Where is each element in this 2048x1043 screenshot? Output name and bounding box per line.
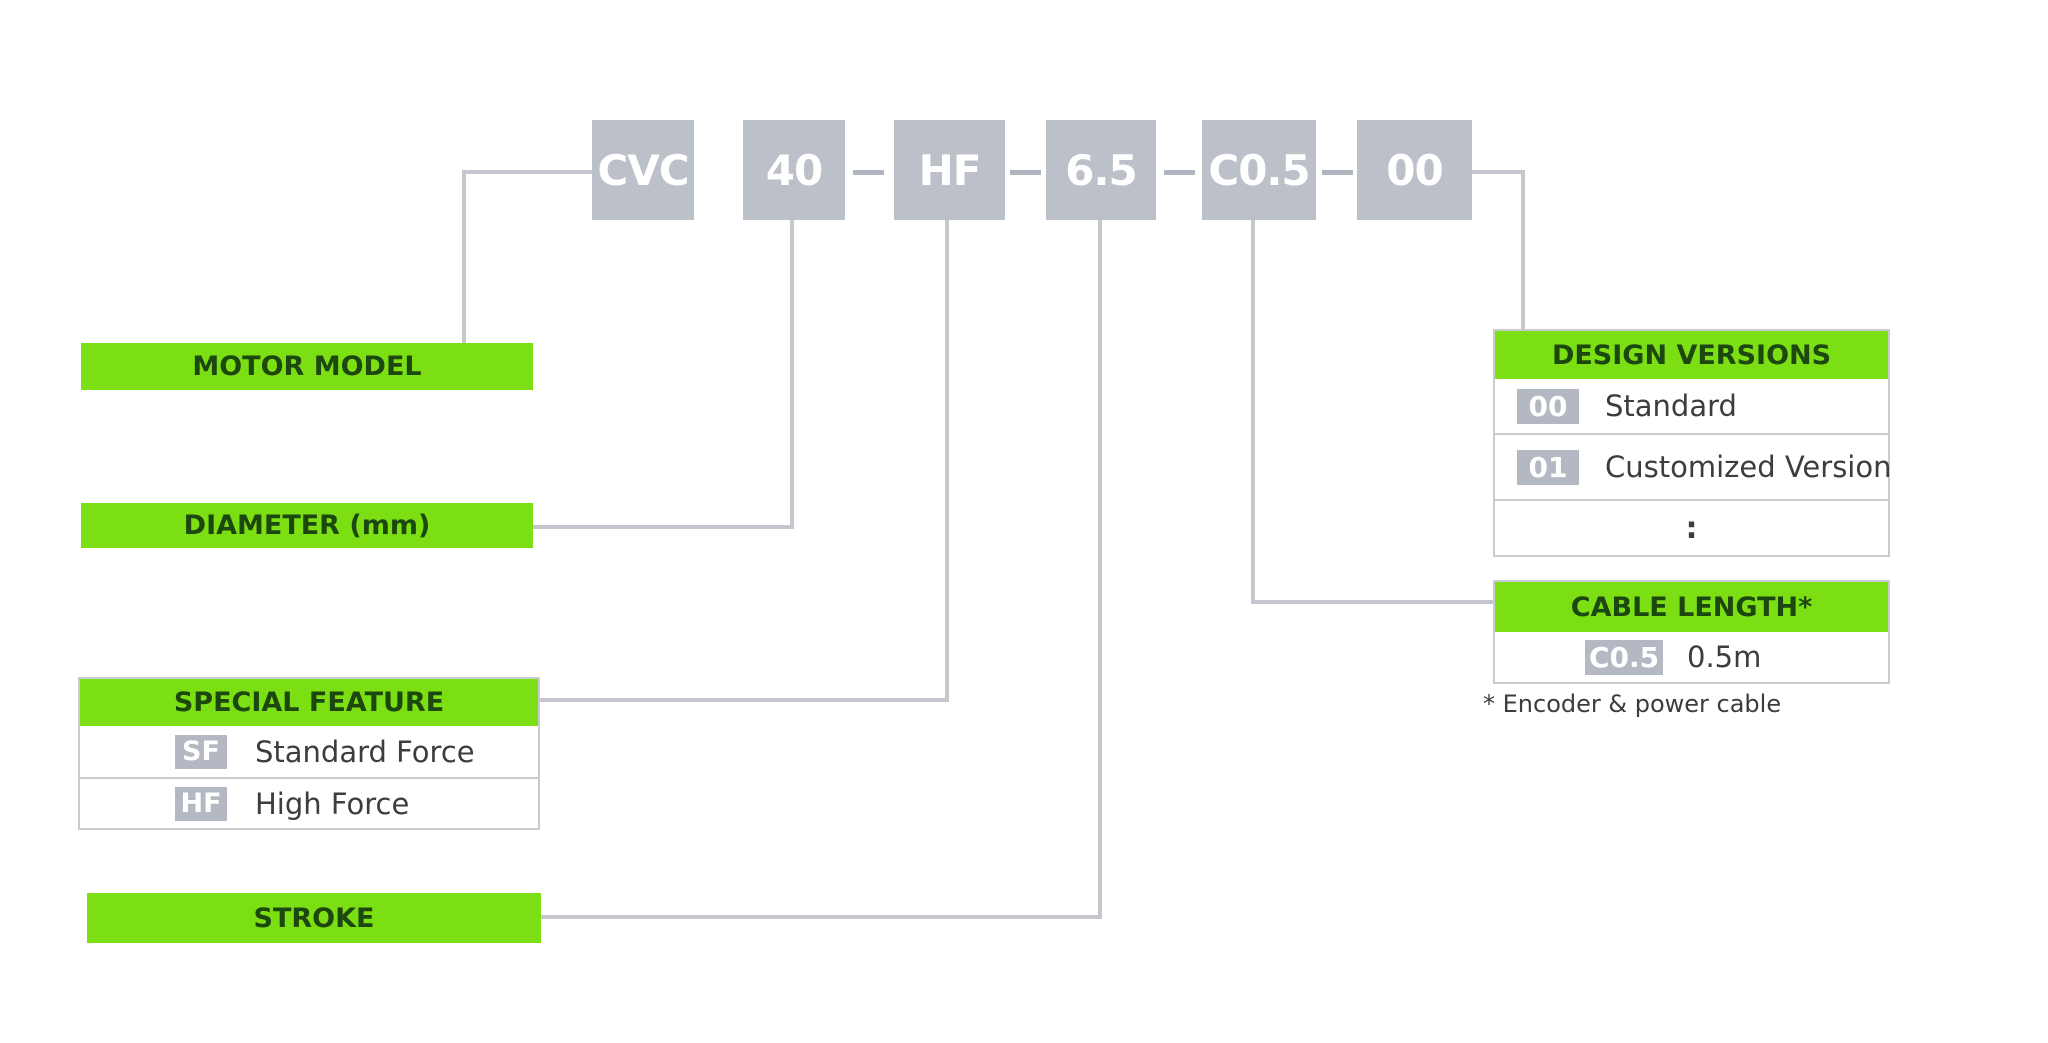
code-segment-stroke: 6.5 [1046, 120, 1156, 220]
diameter-label-text: DIAMETER (mm) [183, 510, 431, 541]
footnote: * Encoder & power cable [1483, 690, 1782, 718]
row-label: 0.5m [1687, 640, 1762, 674]
dash-separator-icon [1164, 170, 1195, 175]
code-badge: 00 [1517, 388, 1579, 424]
row-label: Standard Force [255, 734, 475, 769]
table-row: SF Standard Force [80, 726, 538, 777]
connector-stroke-horizontal [541, 915, 1102, 919]
motor-model-label-text: MOTOR MODEL [192, 351, 422, 382]
connector-special-feature-vertical [945, 218, 949, 702]
motor-model-label: MOTOR MODEL [81, 343, 533, 390]
connector-stroke-vertical [1098, 218, 1102, 919]
code-segment-cable-length: C0.5 [1202, 120, 1316, 220]
diameter-label: DIAMETER (mm) [81, 503, 533, 548]
code-segment-special-feature: HF [894, 120, 1005, 220]
cable-length-table-header: CABLE LENGTH* [1495, 582, 1888, 632]
cable-length-table: CABLE LENGTH* C0.5 0.5m [1493, 580, 1890, 684]
stroke-label-text: STROKE [253, 902, 375, 934]
code-badge: 01 [1517, 449, 1579, 485]
connector-motor-model-vertical [462, 170, 466, 345]
table-row: C0.5 0.5m [1495, 632, 1888, 682]
connector-design-versions-vertical [1521, 170, 1525, 329]
row-label: Customized Version [1605, 450, 1892, 484]
connector-motor-model-horizontal [462, 170, 592, 174]
connector-special-feature-horizontal [540, 698, 949, 702]
table-row: HF High Force [80, 777, 538, 828]
dash-separator-icon [1010, 170, 1041, 175]
row-label: High Force [255, 786, 410, 821]
table-row: 01 Customized Version [1495, 433, 1892, 499]
table-row: 00 Standard [1495, 379, 1888, 433]
code-badge: SF [175, 734, 227, 769]
code-badge: C0.5 [1585, 639, 1663, 675]
connector-diameter-horizontal [533, 525, 794, 529]
connector-diameter-vertical [790, 218, 794, 529]
connector-design-versions-horizontal [1470, 170, 1525, 174]
code-segment-motor-model: CVC [592, 120, 694, 220]
connector-cable-length-vertical [1251, 218, 1255, 604]
dash-separator-icon [1322, 170, 1353, 175]
code-segment-diameter: 40 [743, 120, 845, 220]
row-label: Standard [1605, 389, 1737, 423]
continuation-mark: : [1685, 510, 1698, 546]
design-versions-table-header: DESIGN VERSIONS [1495, 331, 1888, 379]
connector-cable-length-horizontal [1251, 600, 1493, 604]
special-feature-table: SPECIAL FEATURE SF Standard Force HF Hig… [78, 677, 540, 830]
special-feature-table-header: SPECIAL FEATURE [80, 679, 538, 726]
stroke-label: STROKE [87, 893, 541, 943]
code-badge: HF [175, 786, 227, 821]
table-row-continuation: : [1495, 499, 1888, 555]
design-versions-table: DESIGN VERSIONS 00 Standard 01 Customize… [1493, 329, 1892, 557]
code-segment-design-version: 00 [1357, 120, 1472, 220]
dash-separator-icon [853, 170, 884, 175]
